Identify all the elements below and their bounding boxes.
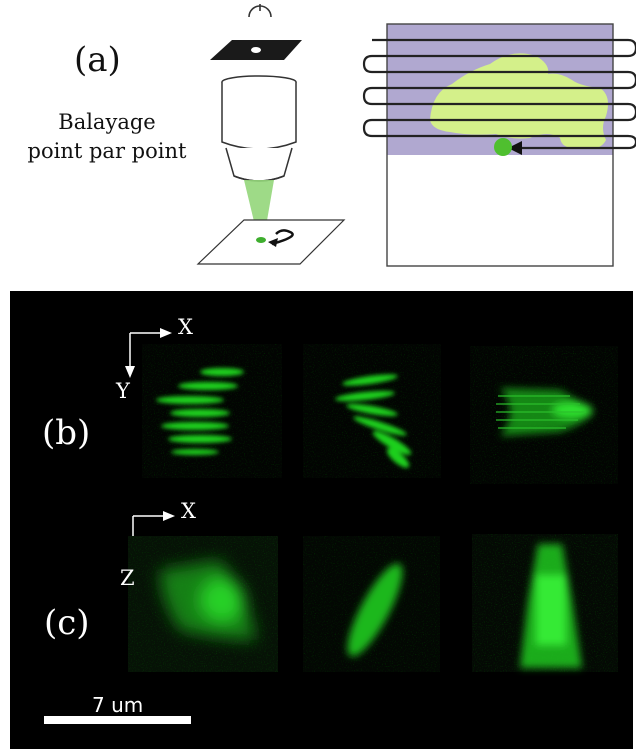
panel-c-label: (c) [44,603,90,643]
image-c2 [303,536,440,672]
sample-shape [430,53,608,150]
scale-bar [44,716,191,724]
image-b2 [303,344,441,478]
microscope-icon [196,4,346,265]
focal-spot [494,138,512,156]
point-scanning-diagram [196,4,636,267]
axis-x-label-c: X [181,499,196,523]
raster-scan-box [362,23,636,267]
arrow-down-icon [125,366,135,378]
image-b1 [142,344,282,478]
scan-path [362,38,636,150]
scan-arrow-icon [271,229,294,246]
caption-line-1: Balayage [58,110,156,134]
image-c3 [472,534,618,672]
image-c1 [128,536,278,672]
axis-y-label-b: Y [116,379,130,403]
panel-b-label: (b) [42,413,91,453]
image-b3 [470,346,618,484]
scan-caption: Balayage point par point [12,108,202,166]
scan-arrowhead [508,141,522,155]
arrow-right-icon [160,328,172,338]
panel-a-label: (a) [74,40,121,80]
axis-indicator-b [125,328,172,378]
axis-x-label-b: X [178,315,193,339]
scale-bar-label: 7 um [92,693,144,717]
caption-line-2: point par point [27,139,187,163]
axis-z-label-c: Z [120,566,135,590]
arrow-right-icon [163,511,175,521]
